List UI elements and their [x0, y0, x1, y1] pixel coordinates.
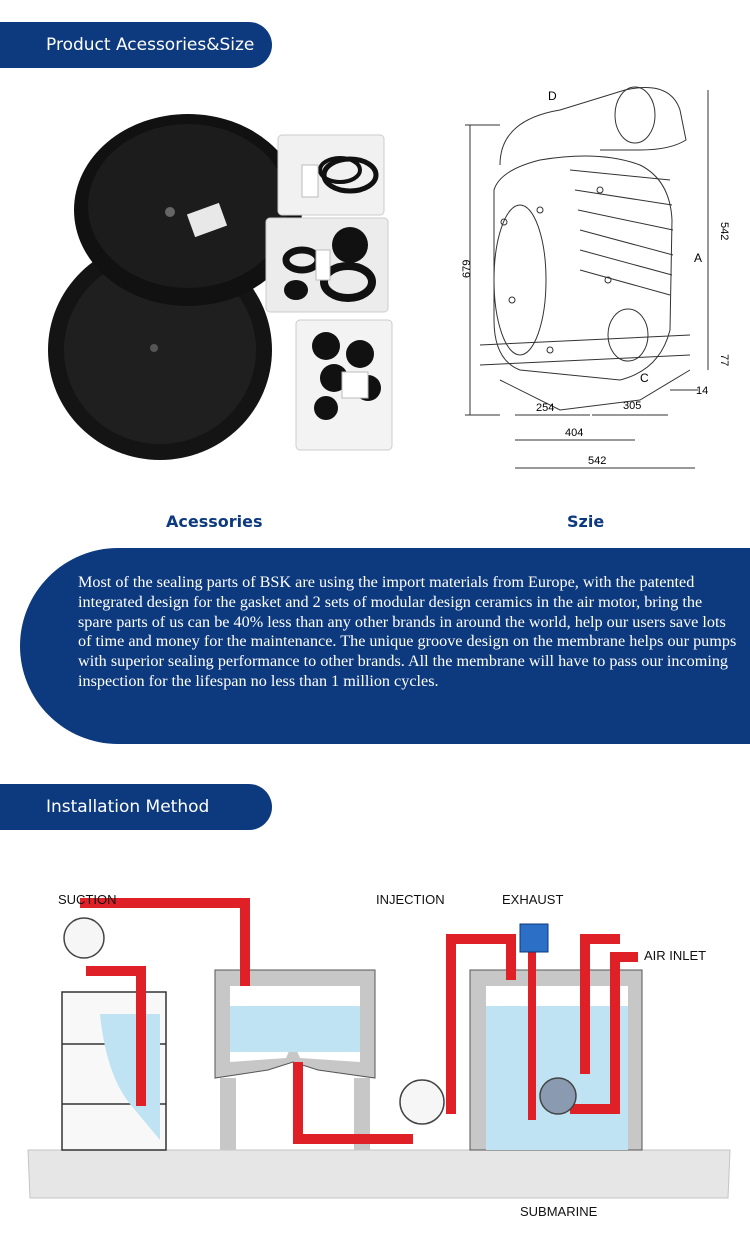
- label-submarine: SUBMARINE: [520, 1204, 598, 1219]
- label-injection: INJECTION: [376, 892, 445, 907]
- dim-14: 14: [696, 385, 708, 397]
- dim-542-width: 542: [588, 455, 606, 467]
- description-panel: [20, 548, 750, 744]
- section-title: Product Acessories&Size: [46, 35, 255, 55]
- dim-305: 305: [623, 400, 641, 412]
- accessories-photo: [48, 114, 393, 460]
- description-text: Most of the sealing parts of BSK are usi…: [78, 573, 737, 690]
- section-title: Installation Method: [46, 797, 210, 817]
- caption-size: Szie: [567, 512, 605, 531]
- dim-542-height: 542: [718, 222, 730, 240]
- label-suction: SUCTION: [58, 892, 117, 907]
- dim-404: 404: [565, 427, 583, 439]
- dim-254: 254: [536, 402, 554, 414]
- label-air-inlet: AIR INLET: [644, 948, 706, 963]
- caption-accessories: Acessories: [166, 512, 263, 531]
- dim-label-c: C: [640, 371, 649, 385]
- installation-diagram: SUCTION INJECTION EXHAUST AIR INLET SUBM…: [27, 892, 731, 1219]
- dim-label-d: D: [548, 89, 557, 103]
- section-banner-accessories: Product Acessories&Size: [0, 22, 272, 68]
- section-banner-installation: Installation Method: [0, 784, 272, 830]
- dim-77: 77: [718, 354, 730, 366]
- dim-label-a: A: [694, 251, 702, 265]
- dim-679: 679: [461, 260, 473, 278]
- pump-dimension-drawing: D A C 679 542 77 254 305 14 404 542: [461, 86, 730, 469]
- label-exhaust: EXHAUST: [502, 892, 563, 907]
